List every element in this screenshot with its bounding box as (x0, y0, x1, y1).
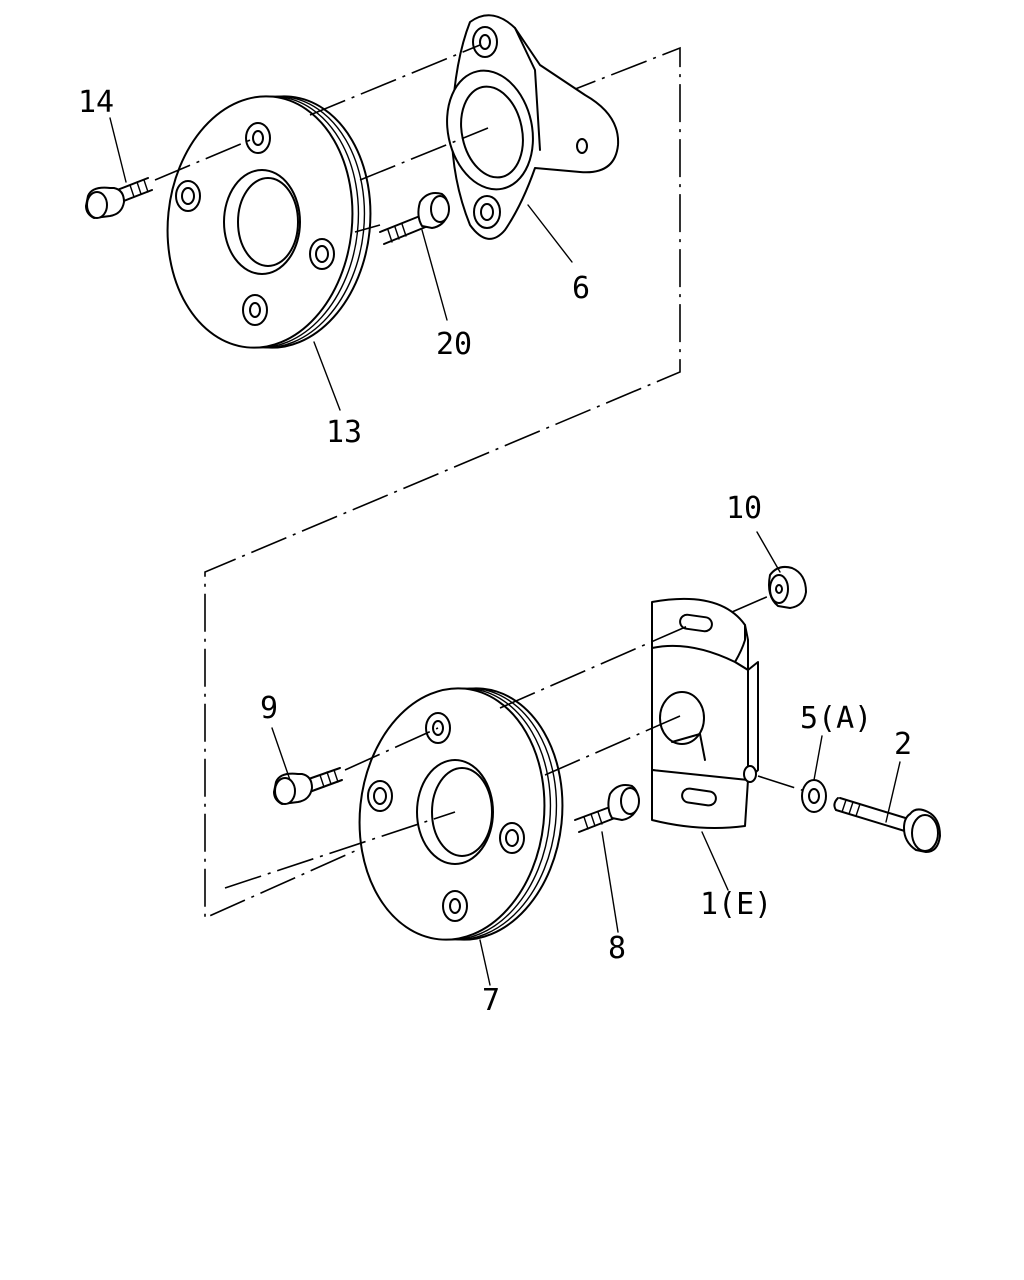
callout-20: 20 (436, 327, 472, 362)
callout-6: 6 (572, 271, 590, 306)
callout-10: 10 (726, 491, 762, 526)
part-10-nut (768, 565, 807, 609)
part-5a-washer (801, 779, 827, 813)
part-9-bolt (273, 767, 343, 805)
part-20-bolt (379, 192, 450, 245)
callout-2: 2 (894, 727, 912, 762)
callout-14: 14 (78, 85, 114, 120)
part-6-flange-housing (446, 14, 620, 240)
callout-9: 9 (260, 691, 278, 726)
callout-13: 13 (326, 415, 362, 450)
callout-5a: 5(A) (800, 701, 872, 736)
callout-8: 8 (608, 931, 626, 966)
callout-7: 7 (482, 983, 500, 1018)
part-14-bolt (85, 177, 153, 219)
part-1e-split-clamp (651, 597, 759, 829)
part-13-disc (166, 95, 372, 349)
part-2-bolt (833, 797, 941, 853)
part-8-bolt (574, 784, 640, 833)
callout-1e: 1(E) (700, 887, 772, 922)
part-7-disc (358, 687, 564, 941)
